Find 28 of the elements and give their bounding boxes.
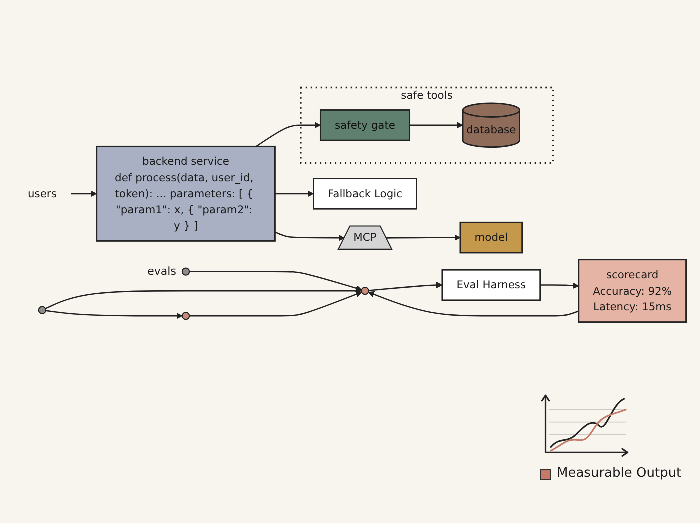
arrow [190,271,362,292]
input-label: users [28,187,57,200]
arrow [368,282,443,292]
scorecard-card: scorecard Accuracy: 92% Latency: 15ms [578,259,687,323]
arrow [45,288,362,310]
model-box: model [460,222,524,254]
arrow [410,122,464,129]
legend-text: Measurable Output [557,466,682,481]
process-box: Eval Harness [442,269,542,302]
service-box: backend service def process(data, user_id, token): ... parameters: [ { "param1": x, { "param2": y } ] [96,146,276,242]
group-label: evals [148,265,176,278]
output-dot [361,286,370,296]
arrow [368,291,580,317]
database-cylinder: database [462,102,520,148]
input-dot [182,268,190,276]
arrow [71,190,98,198]
arrow [386,234,461,241]
arrow [46,310,183,320]
gate-box: safety gate [320,110,410,142]
arrow [275,190,314,198]
arrow [256,122,321,148]
output-dot [182,312,190,320]
arrow [540,282,580,290]
mux-symbol: MCP [338,226,393,250]
input-dot [38,306,47,314]
process-box: Fallback Logic [313,178,418,210]
arrow [190,291,362,317]
arrow [274,232,345,242]
